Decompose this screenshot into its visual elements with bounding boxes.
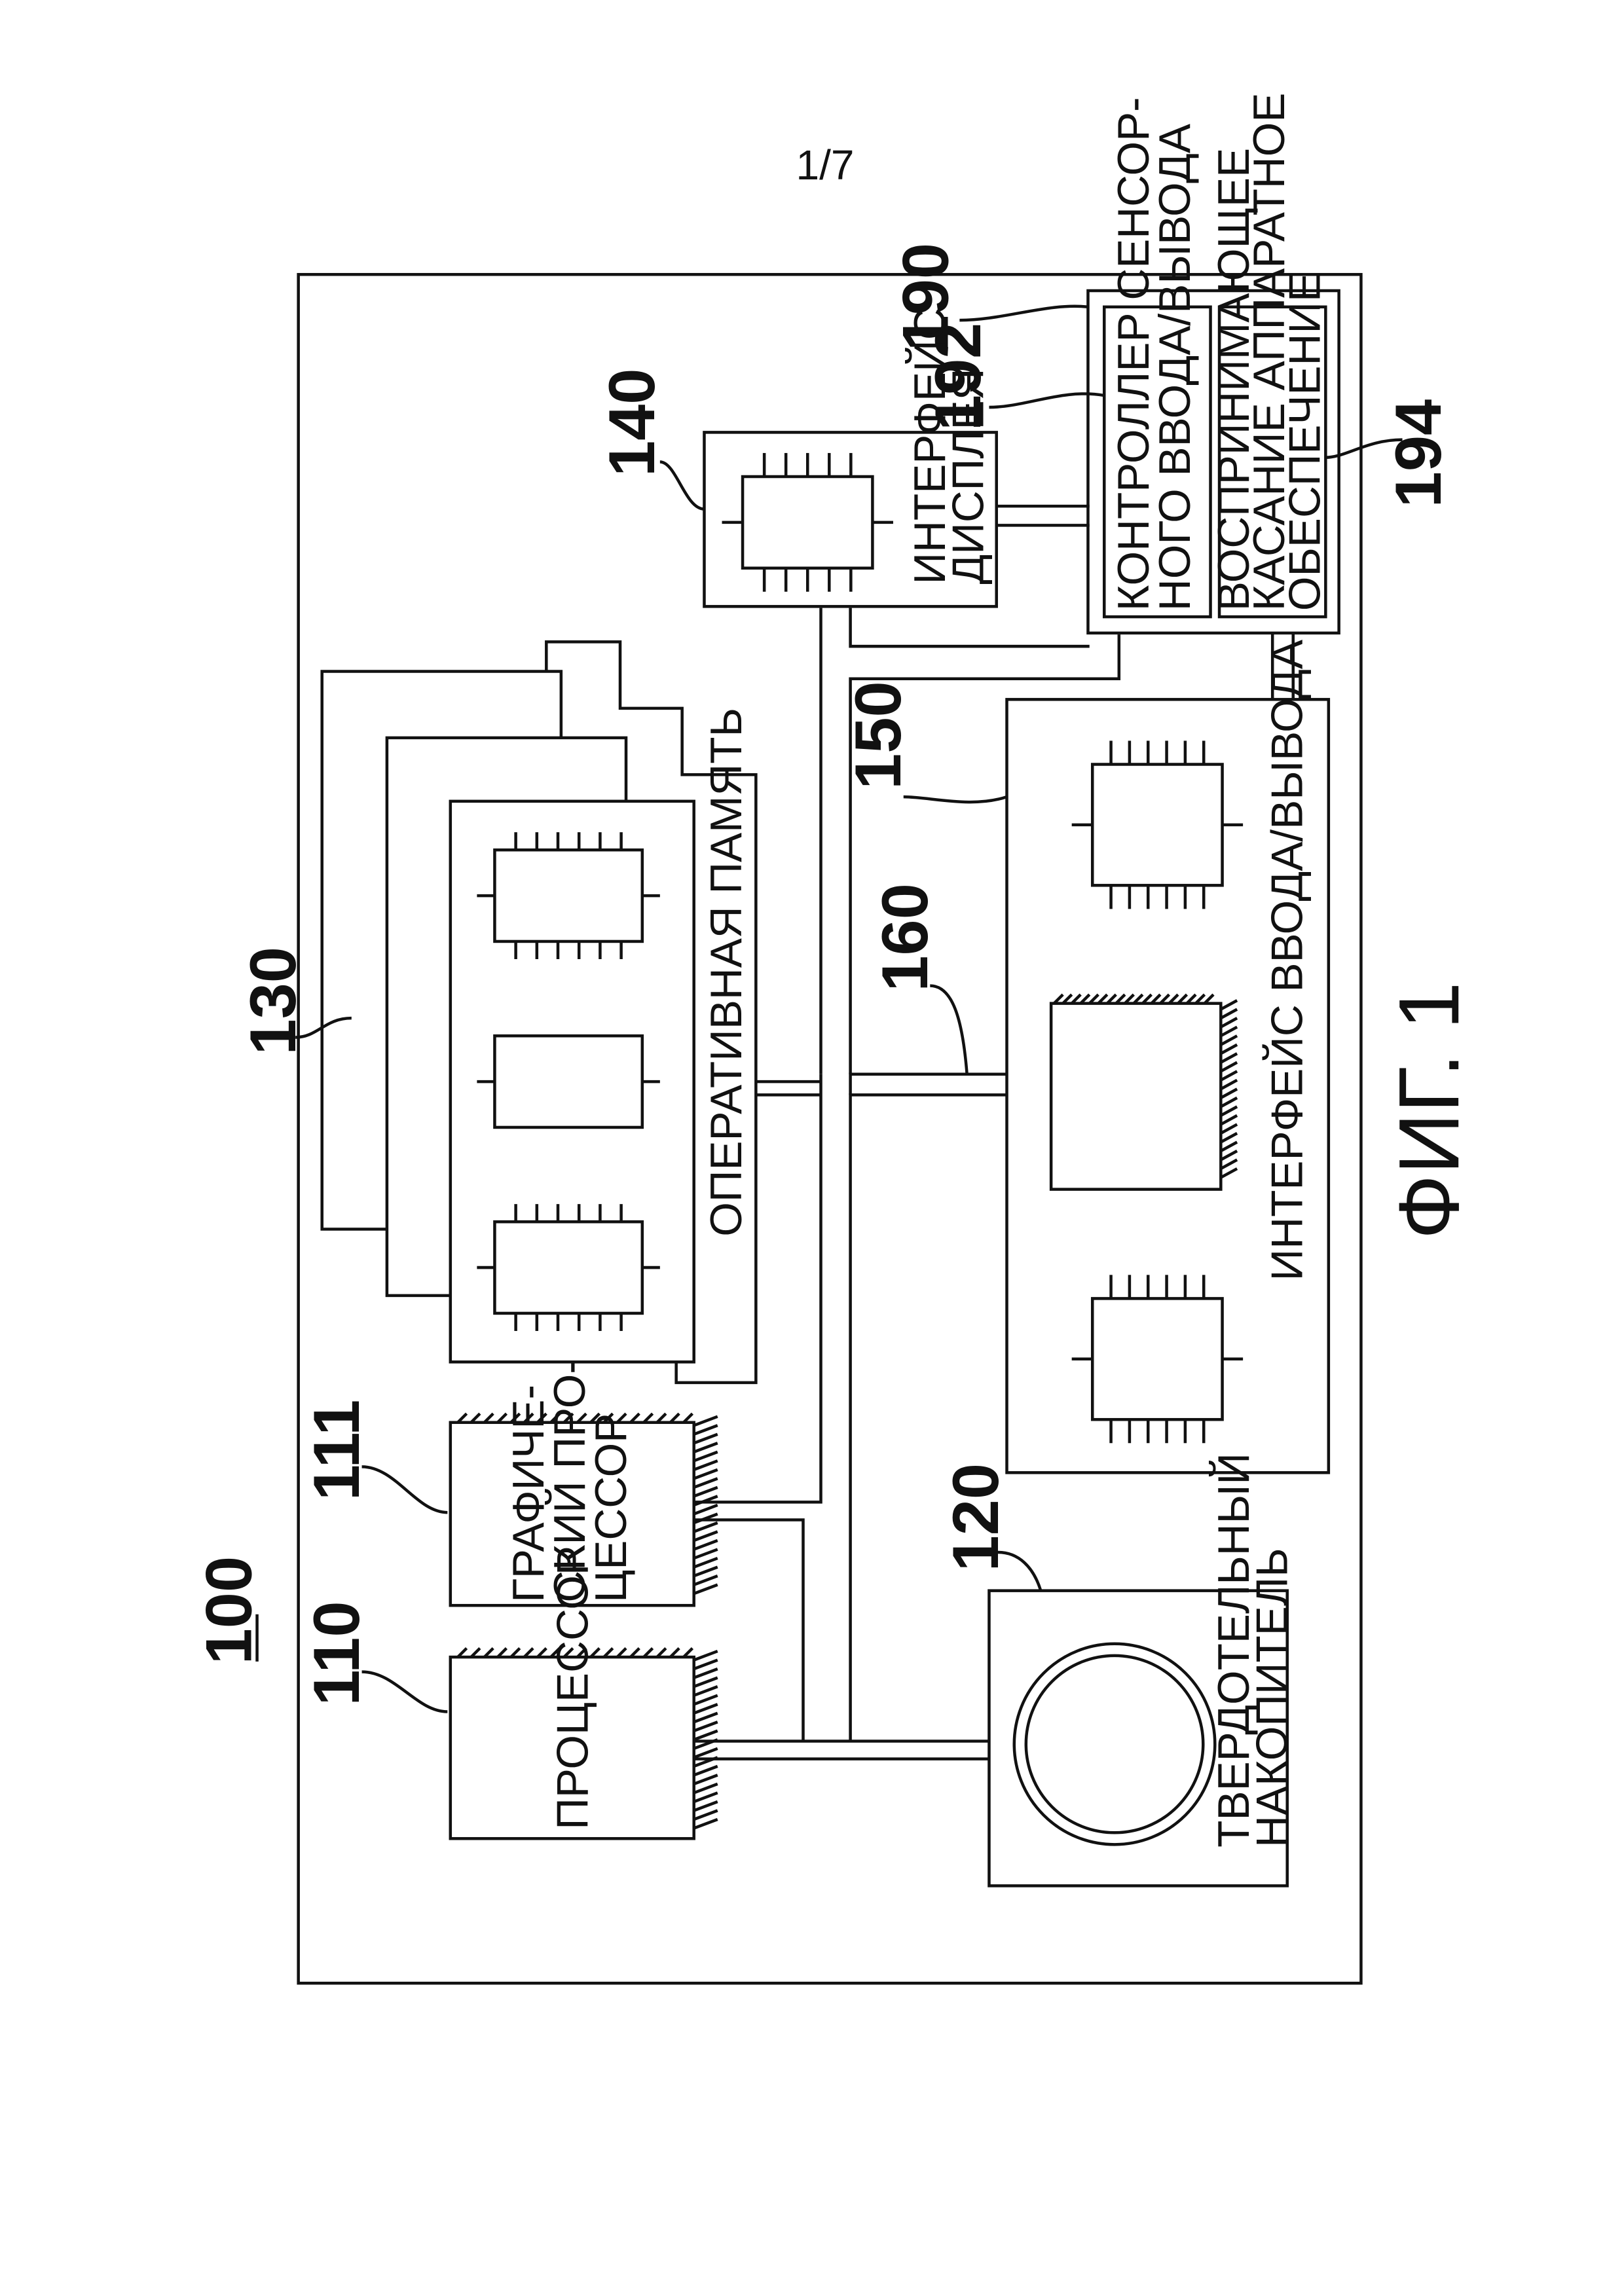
gpu-pin [694, 1567, 718, 1576]
ssd-ref: 120 [940, 1463, 1012, 1571]
processor-pin [694, 1713, 718, 1722]
processor-pin [694, 1696, 718, 1705]
gpu-pin [694, 1558, 718, 1567]
leader-110 [362, 1672, 448, 1712]
io-chip-3 [1092, 1298, 1222, 1419]
display-bus-link [851, 608, 1090, 647]
gpu-pin [694, 1505, 718, 1514]
io-chip-2 [1051, 1004, 1221, 1190]
system-ref: 100 [193, 1556, 266, 1664]
gpu-ref: 111 [301, 1400, 373, 1501]
io-chip-pin [1221, 1036, 1237, 1045]
ram-label: ОПЕРАТИВНАЯ ПАМЯТЬ [702, 708, 751, 1237]
io-chip-pin [1221, 1098, 1237, 1107]
gpu-pin [694, 1540, 718, 1550]
io-chip-pin [1221, 1053, 1237, 1063]
processor-pin [694, 1810, 718, 1819]
gpu-pin [694, 1425, 718, 1434]
io-chip-pin [1221, 1045, 1237, 1054]
gpu-pin [694, 1576, 718, 1585]
io-chip-pin [1221, 1142, 1237, 1151]
ssd-disk-inner [1026, 1656, 1203, 1832]
bus-ref: 160 [869, 883, 942, 991]
io-chip-pin [1221, 1116, 1237, 1125]
processor-pin [694, 1704, 718, 1713]
io-chip-pin [1221, 1000, 1237, 1010]
display-link [997, 506, 1090, 525]
processor-pin [694, 1651, 718, 1660]
figure-caption: ФИГ. 1 [1381, 982, 1477, 1239]
gpu-pin [694, 1496, 718, 1505]
gpu-pin [694, 1478, 718, 1487]
gpu-pin [694, 1434, 718, 1444]
gpu-pin [694, 1443, 718, 1452]
io-interface-ref: 150 [842, 681, 915, 789]
processor-pin [694, 1731, 718, 1740]
gpu-pin [694, 1523, 718, 1532]
processor-pin [694, 1678, 718, 1687]
io-chip-pin [1221, 1089, 1237, 1098]
io-chip-pin [1221, 1160, 1237, 1169]
processor-pin [694, 1669, 718, 1678]
touch-hardware-label-line-3: ОБЕСПЕЧЕНИЕ [1280, 272, 1329, 611]
io-chip-pin [1221, 1018, 1237, 1027]
gpu-pin [694, 1585, 718, 1594]
gpu-pin [694, 1461, 718, 1470]
io-chip-pin [1221, 1071, 1237, 1080]
leader-190 [959, 306, 1088, 320]
processor-pin [694, 1802, 718, 1811]
processor-pin [694, 1766, 718, 1776]
display-interface-chip [743, 477, 872, 568]
processor-pin [694, 1660, 718, 1669]
io-chip-pin [1221, 1151, 1237, 1160]
processor-pin [694, 1722, 718, 1731]
leader-160 [930, 986, 967, 1074]
ram-module-stack [322, 642, 756, 1382]
gpu-pin [694, 1487, 718, 1497]
ram-ref: 130 [237, 947, 310, 1055]
io-chip-pin [1221, 1106, 1237, 1116]
io-chip-pin [1221, 1027, 1237, 1036]
processor-pin [694, 1819, 718, 1829]
touch-controller-label-line-2: НОГО ВВОДА/ВЫВОДА [1151, 124, 1200, 611]
ssd-disk-outer [1014, 1644, 1215, 1845]
io-chip-pin [1221, 1133, 1237, 1142]
io-chip-pin [1221, 1010, 1237, 1019]
processor-pin [694, 1749, 718, 1758]
io-interface-label: ИНТЕРФЕЙС ВВОДА/ВЫВОДА [1261, 640, 1312, 1281]
touch-hardware-ref: 194 [1382, 399, 1455, 507]
gpu-pin [694, 1452, 718, 1461]
io-chip-pin [1221, 1063, 1237, 1072]
ssd-label-line-2: НАКОПИТЕЛЬ [1248, 1548, 1297, 1847]
processor-pin [694, 1686, 718, 1696]
leader-111 [362, 1467, 448, 1512]
leader-150 [904, 797, 1007, 802]
io-chip-pin [1221, 1080, 1237, 1089]
gpu-pin [694, 1417, 718, 1426]
io-chip-pin [1221, 1124, 1237, 1133]
processor-ref: 110 [301, 1601, 373, 1705]
processor-pin [694, 1775, 718, 1784]
io-chip-pin [1221, 1169, 1237, 1178]
processor-pin [694, 1793, 718, 1802]
display-interface-label-line-2: ДИСПЛЕЯ [944, 368, 993, 584]
display-interface-ref: 140 [596, 369, 669, 477]
gpu-pin [694, 1550, 718, 1559]
gpu-pin [694, 1470, 718, 1479]
gpu-label-line-3: ЦЕССОР [587, 1413, 636, 1603]
processor-pin [694, 1784, 718, 1793]
io-chip-1 [1092, 764, 1222, 885]
gpu-pin [694, 1532, 718, 1541]
